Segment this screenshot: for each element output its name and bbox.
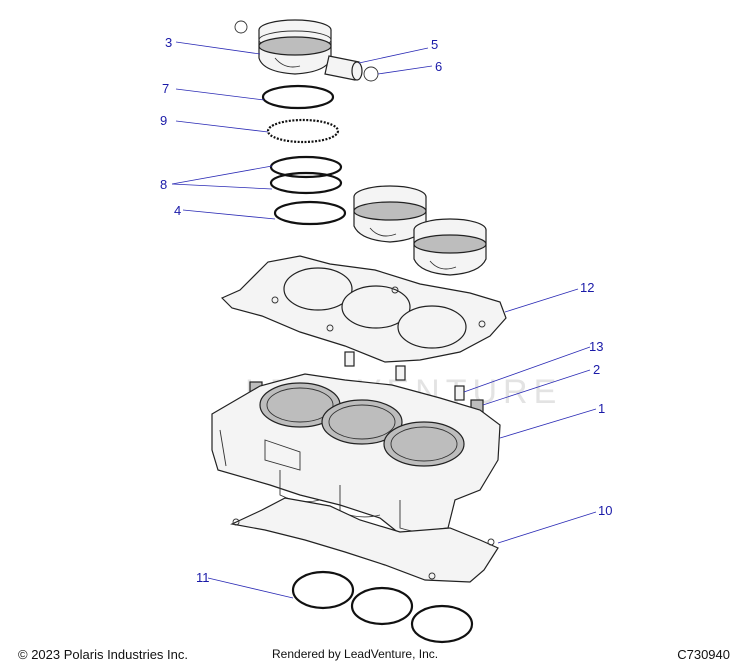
- callout-10: 10: [598, 503, 612, 518]
- callout-4: 4: [174, 203, 181, 218]
- piston-pin-part-5[interactable]: [324, 55, 363, 81]
- piston-clip-part-6[interactable]: [363, 66, 379, 82]
- piston-second[interactable]: [353, 185, 427, 243]
- cylinder-block-part-1[interactable]: [211, 373, 501, 535]
- callout-3: 3: [165, 35, 172, 50]
- callout-9: 9: [160, 113, 167, 128]
- callout-12: 12: [580, 280, 594, 295]
- piston-part-3[interactable]: [234, 19, 332, 75]
- ring-part-4[interactable]: [273, 200, 347, 226]
- callout-8: 8: [160, 177, 167, 192]
- leader-lines: [171, 41, 597, 599]
- head-gasket-part-12[interactable]: [220, 255, 507, 363]
- ring-part-7[interactable]: [261, 84, 335, 110]
- callout-1: 1: [598, 401, 605, 416]
- seal-part-11[interactable]: [291, 570, 474, 644]
- ring-part-8b[interactable]: [269, 171, 343, 195]
- callout-13: 13: [589, 339, 603, 354]
- base-gasket-part-10[interactable]: [230, 497, 499, 583]
- ring-part-9[interactable]: [266, 118, 340, 144]
- piston-third[interactable]: [413, 218, 487, 276]
- callout-2: 2: [593, 362, 600, 377]
- piston-clip-left: [234, 20, 248, 34]
- diagram-id-text: C730940: [677, 647, 730, 662]
- callout-6: 6: [435, 59, 442, 74]
- callout-11: 11: [196, 570, 210, 585]
- callout-7: 7: [162, 81, 169, 96]
- callout-5: 5: [431, 37, 438, 52]
- dowel-bolt-part-13[interactable]: [344, 351, 465, 401]
- copyright-text: © 2023 Polaris Industries Inc.: [18, 647, 188, 662]
- ring-part-8a[interactable]: [269, 155, 343, 179]
- rendered-by-text: Rendered by LeadVenture, Inc.: [272, 647, 439, 661]
